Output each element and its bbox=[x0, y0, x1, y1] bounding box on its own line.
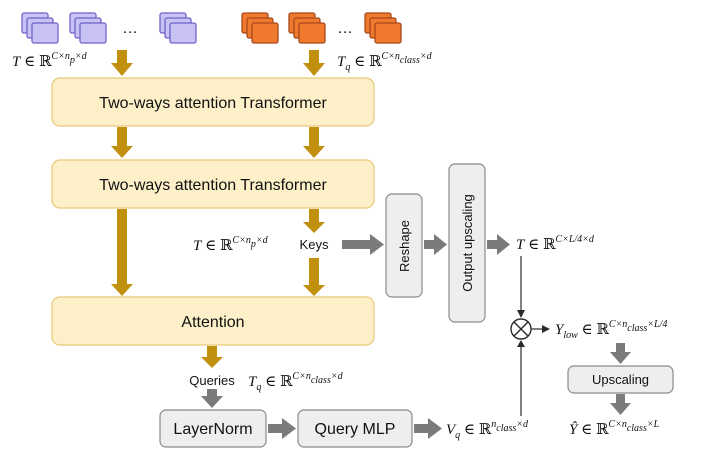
arrow-output-upscaling-to-t bbox=[487, 234, 510, 255]
arrow-v-q-to-multiply bbox=[517, 340, 525, 416]
v-q-label: Vq ∈ ℝnclass×d bbox=[446, 419, 529, 441]
transformer-block-2-label: Two-ways attention Transformer bbox=[99, 177, 327, 194]
class-token-stack-3 bbox=[364, 12, 402, 44]
arrow-attention-to-queries bbox=[201, 346, 223, 368]
attention-block bbox=[51, 296, 375, 346]
patch-token-stack-1 bbox=[21, 12, 59, 44]
arrow-upscaling-to-y-hat bbox=[610, 394, 631, 415]
patch-token-stack-2 bbox=[69, 12, 107, 44]
output-upscaling-block-label: Output upscaling bbox=[460, 194, 475, 292]
attention-block-label: Attention bbox=[181, 314, 244, 331]
arrow-keys-to-attention bbox=[303, 258, 325, 296]
t-q-top-label: Tq ∈ ℝC×nclass×d bbox=[337, 51, 433, 73]
layernorm-block-label: LayerNorm bbox=[173, 421, 252, 438]
queries-label: Queries bbox=[189, 373, 235, 388]
query-mlp-block bbox=[297, 409, 413, 448]
class-token-stack-1 bbox=[241, 12, 279, 44]
arrow-layernorm-to-query-mlp bbox=[268, 418, 296, 439]
reshape-block bbox=[385, 193, 423, 298]
circle-times-icon bbox=[510, 318, 532, 340]
class-token-stack-2 bbox=[288, 12, 326, 44]
arrow-reshape-to-output-upscaling bbox=[424, 234, 447, 255]
ellipsis-right: … bbox=[337, 20, 353, 37]
t-q-queries-label: Tq ∈ ℝC×nclass×d bbox=[248, 371, 344, 393]
t-patch-top-label: T ∈ ℝC×np×d bbox=[12, 51, 88, 70]
ellipsis-left: … bbox=[122, 20, 138, 37]
arrow-t-to-multiply bbox=[517, 256, 525, 318]
arrow-y-low-to-upscaling bbox=[610, 343, 631, 364]
y-low-label: Ylow ∈ ℝC×nclass×L/4 bbox=[555, 319, 667, 341]
arrow-patch-to-transformer1 bbox=[111, 50, 133, 76]
transformer-block-2 bbox=[51, 159, 375, 209]
t-patch-mid-label: T ∈ ℝC×np×d bbox=[193, 235, 269, 254]
arrow-multiply-to-y-low bbox=[531, 325, 550, 333]
arrow-query-mlp-to-v-q bbox=[414, 418, 442, 439]
output-upscaling-block bbox=[448, 163, 486, 323]
upscaling-block-label: Upscaling bbox=[592, 372, 649, 387]
query-mlp-block-label: Query MLP bbox=[315, 421, 396, 438]
arrow-transformer2-to-keys bbox=[303, 209, 325, 233]
t-upscaled-label: T ∈ ℝC×L/4×d bbox=[516, 234, 595, 253]
arrow-transformer1-to-transformer2-left bbox=[111, 127, 133, 158]
patch-token-stack-3 bbox=[159, 12, 197, 44]
arrow-transformer1-to-transformer2-right bbox=[303, 127, 325, 158]
transformer-block-1-label: Two-ways attention Transformer bbox=[99, 95, 327, 112]
layernorm-block bbox=[159, 409, 267, 448]
arrow-transformer2-to-attention-left bbox=[111, 209, 133, 296]
keys-label: Keys bbox=[300, 237, 329, 252]
arrow-queries-to-layernorm bbox=[201, 389, 223, 408]
arrow-keys-to-reshape bbox=[342, 234, 384, 255]
upscaling-block bbox=[567, 365, 674, 394]
arrow-class-to-transformer1 bbox=[303, 50, 325, 76]
y-hat-label: Ŷ ∈ ℝC×nclass×L bbox=[569, 419, 660, 438]
reshape-block-label: Reshape bbox=[397, 220, 412, 272]
transformer-block-1 bbox=[51, 77, 375, 127]
